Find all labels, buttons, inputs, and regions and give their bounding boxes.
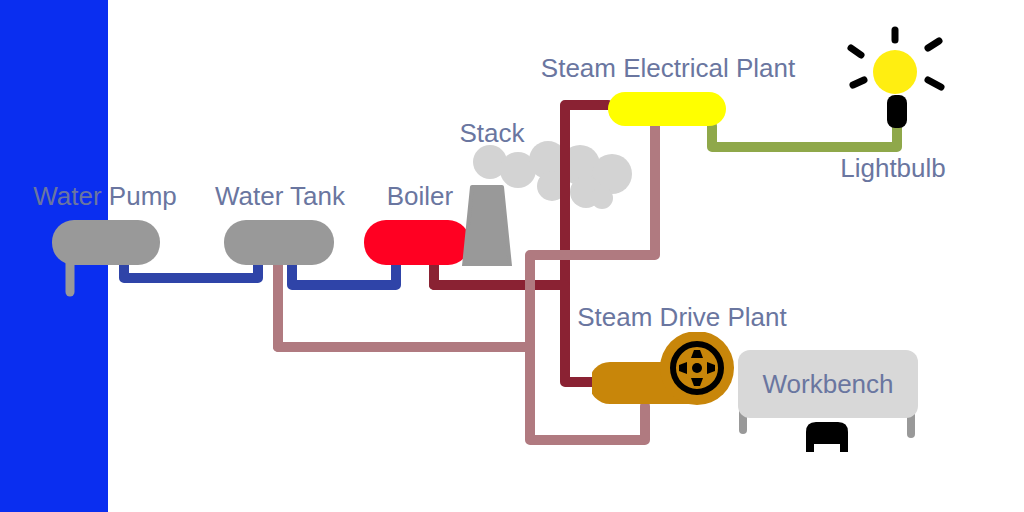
component-shape bbox=[592, 330, 736, 406]
component: Steam Electrical Plant bbox=[608, 92, 726, 126]
pipe bbox=[124, 265, 258, 278]
pipe-line bbox=[712, 126, 897, 147]
pipe-line bbox=[434, 265, 592, 382]
pipe-line bbox=[278, 265, 645, 440]
component: Lightbulb bbox=[840, 22, 950, 128]
component-label: Steam Drive Plant bbox=[574, 302, 790, 332]
component: Workbench bbox=[738, 350, 918, 418]
component-label: Water Pump bbox=[33, 181, 177, 211]
component-label: Water Tank bbox=[215, 181, 345, 211]
pipe bbox=[278, 265, 645, 440]
component-shape bbox=[458, 185, 512, 266]
component-label: Lightbulb bbox=[840, 153, 946, 183]
component-label: Workbench bbox=[762, 369, 893, 399]
bench-seat bbox=[806, 422, 848, 452]
component-label: Stack bbox=[459, 118, 524, 148]
component: Steam Drive Plant bbox=[592, 330, 736, 406]
component-label: Steam Electrical Plant bbox=[541, 53, 795, 83]
component: Stack bbox=[458, 185, 512, 266]
component: Water Tank bbox=[224, 220, 334, 265]
component-shape bbox=[840, 22, 950, 128]
pipe bbox=[712, 126, 897, 147]
component: Water Pump bbox=[52, 220, 160, 265]
component: Boiler bbox=[364, 220, 470, 265]
pipe bbox=[292, 265, 396, 285]
pipe bbox=[434, 265, 592, 382]
pipe-line bbox=[292, 265, 396, 285]
component-label: Boiler bbox=[387, 181, 453, 211]
pipe-line bbox=[124, 265, 258, 278]
